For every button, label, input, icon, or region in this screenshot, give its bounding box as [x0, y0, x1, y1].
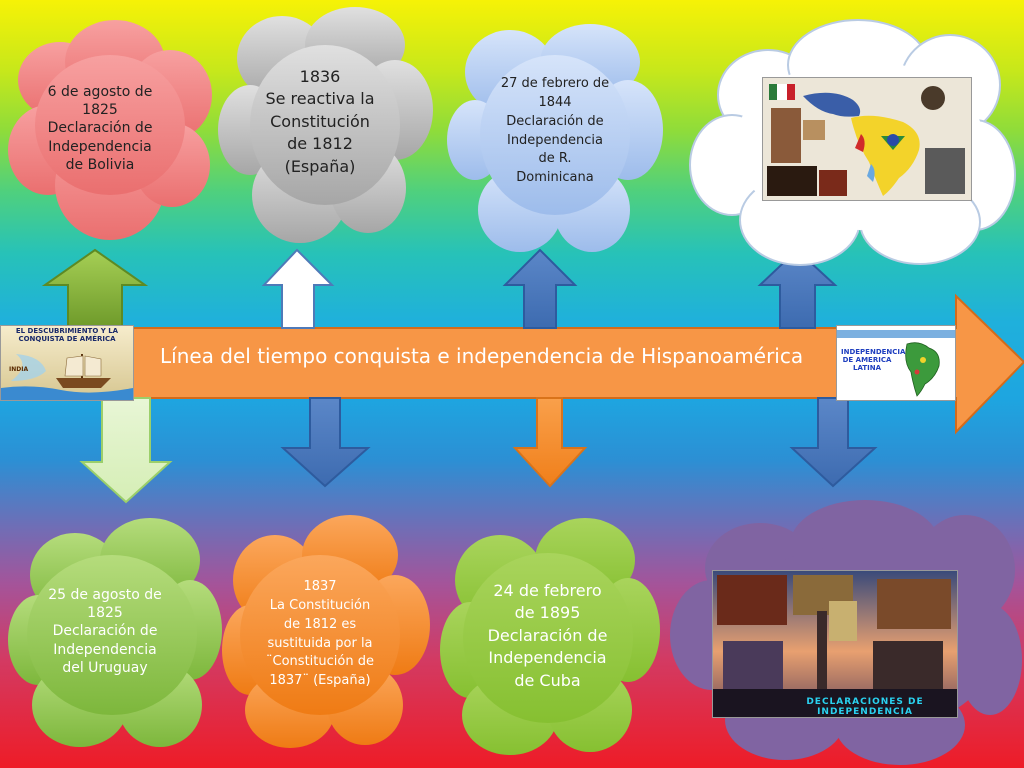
up-arrow-bolivia [41, 248, 149, 329]
cloud-bolivia [8, 20, 212, 240]
conquest-image-map-label: INDIA [9, 366, 29, 373]
declarations-collage [713, 571, 957, 717]
up-arrow-dominicana [502, 248, 578, 329]
cloud-1837 [222, 515, 430, 748]
cloud-uruguay [8, 518, 222, 747]
ship-illustration [1, 354, 133, 400]
up-arrow-collage [757, 248, 838, 329]
independence-image: INDEPENDENCIA DE AMERICA LATINA [836, 325, 956, 401]
down-arrow-collage [789, 397, 878, 488]
independence-image-caption: INDEPENDENCIA DE AMERICA LATINA [841, 348, 906, 373]
collage-top-image [762, 77, 972, 201]
up-arrow-1836 [261, 248, 335, 329]
americas-flags-collage [763, 78, 971, 200]
cloud-cuba [440, 518, 660, 755]
cloud-dominicana [447, 24, 663, 252]
conquest-image: EL DESCUBRIMIENTO Y LA CONQUISTA DE AMÉR… [0, 325, 134, 401]
conquest-image-caption: EL DESCUBRIMIENTO Y LA CONQUISTA DE AMÉR… [15, 327, 119, 343]
timeline-arrow [0, 293, 1024, 435]
timeline-title: Línea del tiempo conquista e independenc… [160, 344, 804, 368]
collage-bottom-caption: DECLARACIONES DE INDEPENDENCIA [806, 697, 924, 717]
down-arrow-cuba [512, 397, 588, 488]
down-arrow-1837 [280, 397, 371, 488]
cloud-1836 [218, 7, 433, 243]
down-arrow-uruguay [79, 397, 173, 504]
collage-bottom-image: DECLARACIONES DE INDEPENDENCIA [712, 570, 958, 718]
latin-america-map-icon [837, 330, 955, 397]
